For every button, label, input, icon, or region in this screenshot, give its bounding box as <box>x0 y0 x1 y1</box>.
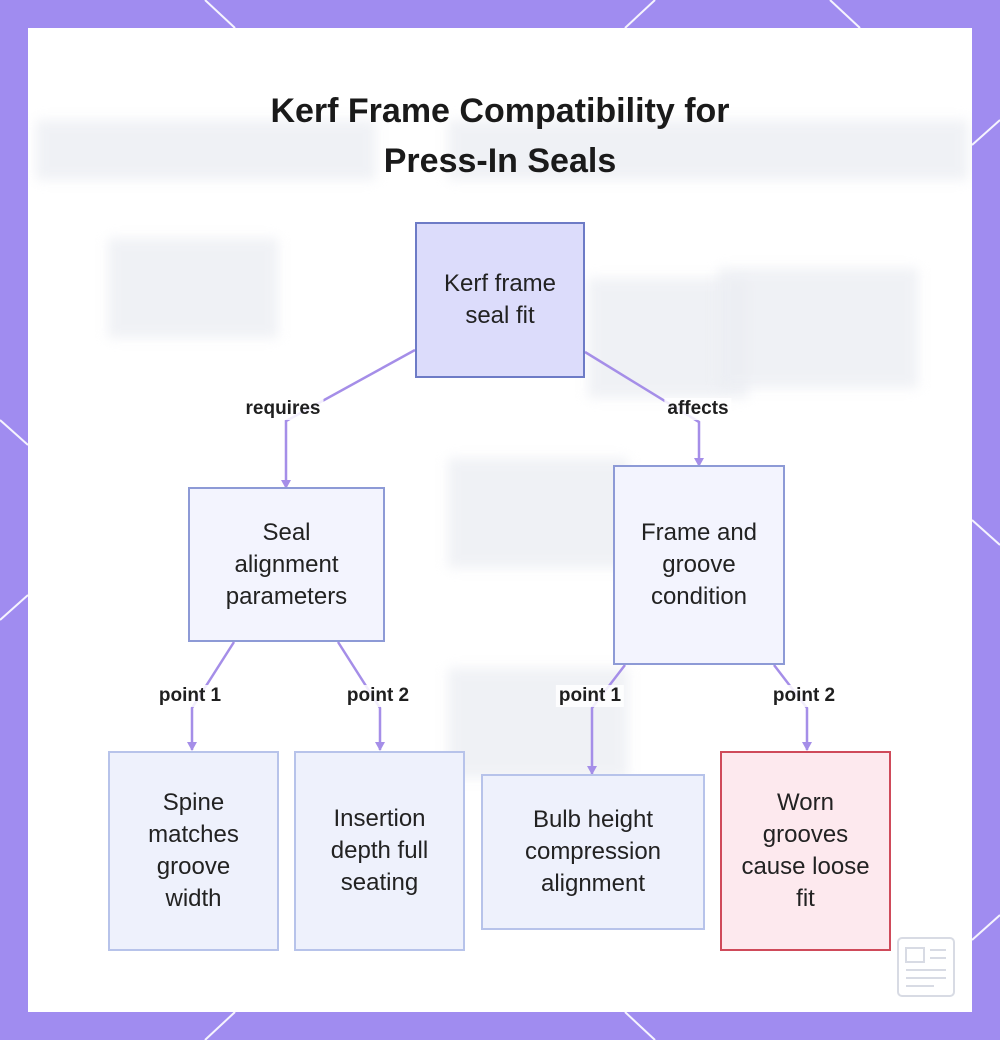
edge-label-left-point-2: point 2 <box>343 685 413 707</box>
edge-label-right-point-2: point 2 <box>769 685 839 707</box>
title-line-1: Kerf Frame Compatibility for <box>270 92 730 130</box>
edge-left-leaf2 <box>336 641 382 750</box>
node-right-label: Frame and groove condition <box>640 519 758 610</box>
node-leaf-2-label: Insertion depth full seating <box>330 805 429 896</box>
edge-root-left <box>284 348 416 488</box>
node-leaf-1-label: Spine matches groove width <box>148 789 239 912</box>
node-leaf-4-label: Worn grooves cause loose fit <box>741 789 870 912</box>
document-icon <box>897 937 955 997</box>
arrow-leaf1 <box>187 742 197 751</box>
node-left: Seal alignment parameters <box>188 487 385 642</box>
edge-root-right <box>584 350 701 466</box>
node-root-label: Kerf frame seal fit <box>443 270 557 329</box>
arrow-leaf3 <box>587 766 597 775</box>
edge-label-affects: affects <box>664 398 732 420</box>
arrow-leaf2 <box>375 742 385 751</box>
node-root: Kerf frame seal fit <box>415 222 585 378</box>
arrow-right <box>694 458 704 467</box>
diagram-card: Kerf Frame Compatibility for Press-In Se… <box>28 28 972 1012</box>
node-leaf-1: Spine matches groove width <box>108 751 279 951</box>
node-leaf-4: Worn grooves cause loose fit <box>720 751 891 951</box>
connector-layer <box>187 348 812 775</box>
node-leaf-3-label: Bulb height compression alignment <box>524 806 662 897</box>
edge-label-left-point-1: point 1 <box>155 685 225 707</box>
arrow-left <box>281 480 291 489</box>
title-line-2: Press-In Seals <box>383 142 617 180</box>
edge-label-requires: requires <box>242 398 324 420</box>
edge-left-leaf1 <box>190 641 236 750</box>
edge-label-right-point-1: point 1 <box>555 685 625 707</box>
node-leaf-3: Bulb height compression alignment <box>481 774 705 930</box>
edge-right-leaf3 <box>590 664 626 774</box>
edge-right-leaf4 <box>773 664 809 750</box>
node-leaf-2: Insertion depth full seating <box>294 751 465 951</box>
diagram-title: Kerf Frame Compatibility for Press-In Se… <box>28 86 972 186</box>
node-left-label: Seal alignment parameters <box>225 518 348 610</box>
arrow-leaf4 <box>802 742 812 751</box>
node-right: Frame and groove condition <box>613 465 785 665</box>
